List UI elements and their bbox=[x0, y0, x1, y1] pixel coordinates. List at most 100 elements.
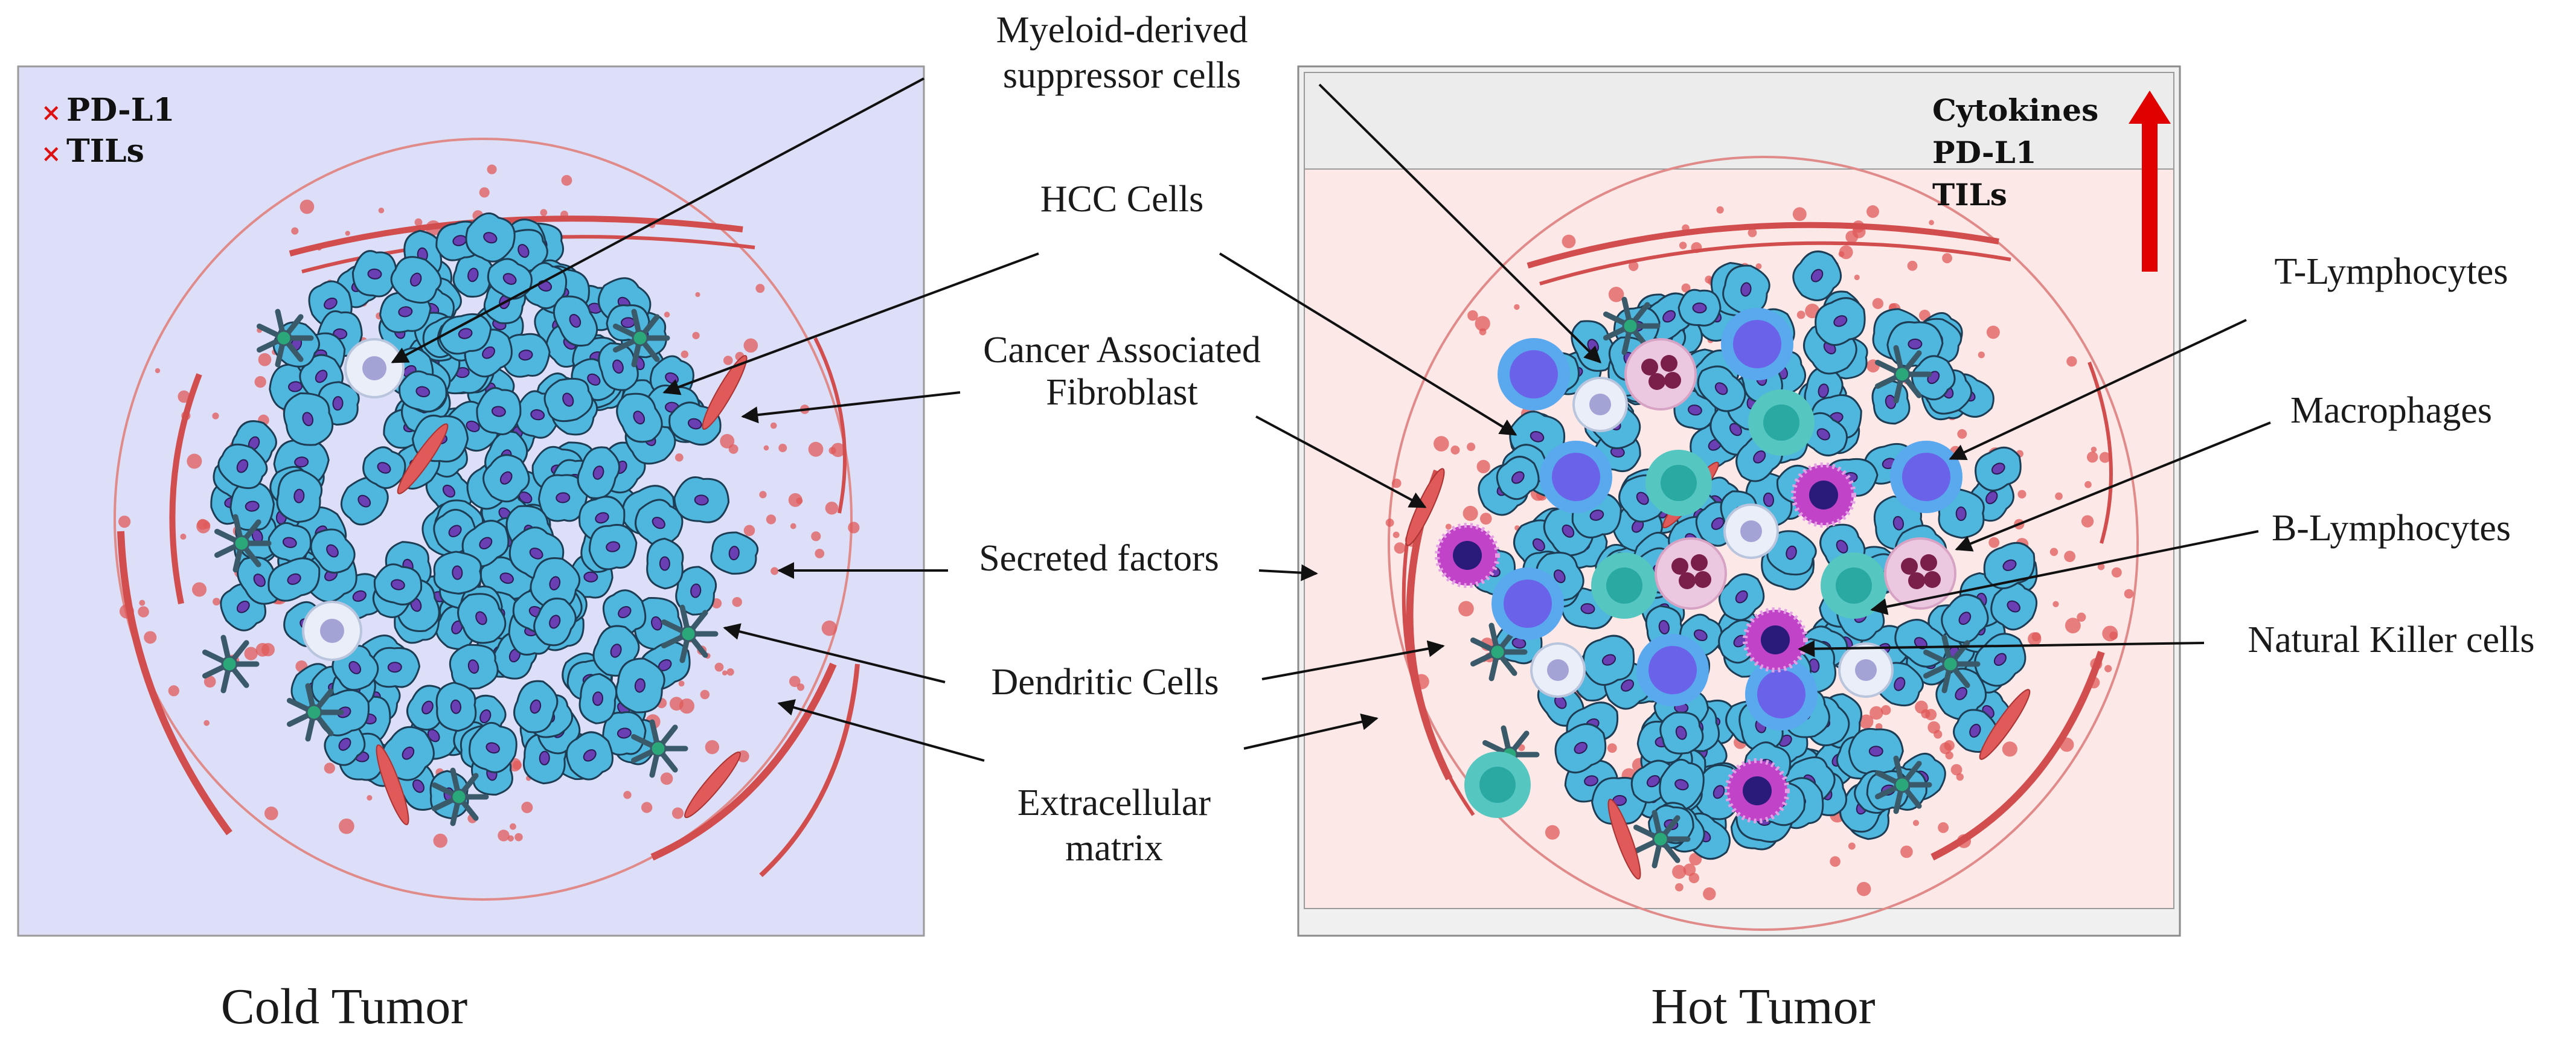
secreted-factor-dot bbox=[2111, 567, 2122, 578]
hcc-cell bbox=[602, 589, 647, 636]
natural-killer-cell bbox=[1725, 758, 1790, 823]
b-lymphocyte bbox=[1464, 752, 1531, 818]
secreted-factor-dot bbox=[1838, 251, 1845, 257]
hcc-cell bbox=[1766, 530, 1817, 576]
hcc-cell bbox=[1941, 593, 1989, 644]
secreted-factor-dot bbox=[723, 356, 733, 365]
dendritic-cell bbox=[286, 683, 344, 742]
hcc-cell bbox=[449, 644, 499, 690]
hot-legend-tils: TILs bbox=[1932, 177, 2007, 212]
secreted-factor-dot bbox=[796, 497, 803, 505]
hcc-cell bbox=[438, 313, 492, 355]
secreted-factor-dot bbox=[2086, 451, 2098, 463]
secreted-factor-dot bbox=[1629, 261, 1639, 271]
hcc-cell bbox=[673, 476, 730, 523]
hcc-cell bbox=[229, 482, 275, 531]
hcc-cell bbox=[646, 537, 684, 590]
hcc-cell bbox=[1719, 573, 1765, 621]
hcc-cell bbox=[566, 731, 614, 781]
secreted-factor-dot bbox=[1938, 822, 1949, 833]
hcc-cell bbox=[382, 726, 435, 781]
fibroblast bbox=[1979, 689, 2031, 760]
hcc-cell bbox=[310, 528, 356, 574]
secreted-factor-dot bbox=[2002, 741, 2017, 757]
hcc-cell bbox=[615, 657, 665, 714]
dendritic-cell bbox=[630, 719, 688, 778]
secreted-factor-dot bbox=[1929, 220, 1934, 225]
natural-killer-cell bbox=[1791, 462, 1856, 528]
hcc-cell bbox=[1848, 727, 1904, 775]
secreted-factor-dot bbox=[808, 441, 824, 457]
hcc-cell bbox=[537, 474, 588, 522]
secreted-factor-dot bbox=[2104, 665, 2112, 673]
secreted-factor-dot bbox=[770, 422, 777, 429]
secreted-factor-dot bbox=[1956, 773, 1964, 781]
dendritic-cell bbox=[1874, 755, 1932, 814]
macrophage bbox=[1655, 537, 1727, 610]
hot-tumor-panel: Cytokines PD-L1 TILs Hot Tumor bbox=[1297, 65, 2181, 1035]
natural-killer-cell bbox=[1743, 607, 1808, 673]
hot-ecm-fibers bbox=[1402, 222, 2113, 861]
secreted-factor-dot bbox=[144, 631, 157, 644]
hcc-cell bbox=[533, 597, 577, 647]
increase-arrow-icon bbox=[2129, 91, 2171, 272]
center-labels: Myeloid-derived suppressor cells HCC Cel… bbox=[979, 10, 1261, 869]
secreted-factor-dot bbox=[324, 762, 335, 774]
hcc-cell bbox=[577, 446, 621, 499]
secreted-factor-dot bbox=[1934, 730, 1943, 739]
secreted-factor-dot bbox=[692, 331, 700, 339]
dendritic-cell bbox=[612, 308, 670, 368]
leader-lines bbox=[391, 77, 2271, 762]
dendritic-cell bbox=[256, 308, 314, 368]
secreted-factor-dot bbox=[678, 680, 685, 687]
secreted-factor-dot bbox=[674, 453, 684, 462]
fibroblast bbox=[1607, 799, 1641, 880]
secreted-factor-dot bbox=[848, 522, 860, 534]
secreted-factor-dot bbox=[796, 683, 805, 691]
t-lymphocyte bbox=[1636, 634, 1709, 706]
b-lymphocyte bbox=[1591, 552, 1658, 619]
secreted-factor-dot bbox=[2097, 563, 2105, 570]
secreted-factor-dot bbox=[512, 761, 522, 770]
hcc-cell bbox=[1983, 542, 2036, 590]
hcc-cell bbox=[482, 454, 530, 503]
secreted-factor-dot bbox=[2109, 631, 2118, 640]
secreted-factor-dot bbox=[790, 523, 796, 529]
macrophage bbox=[1884, 537, 1956, 610]
t-lymphocyte bbox=[1540, 441, 1612, 513]
secreted-factor-dot bbox=[778, 444, 787, 453]
secreted-factor-dot bbox=[1463, 505, 1478, 521]
secreted-factor-dot bbox=[178, 390, 190, 403]
secreted-factor-dot bbox=[2084, 481, 2092, 488]
cold-legend-mark-pdl1: × bbox=[41, 98, 62, 127]
secreted-factor-dot bbox=[1921, 709, 1930, 719]
secreted-factor-dot bbox=[2064, 551, 2076, 563]
secreted-factor-dot bbox=[828, 447, 836, 455]
dendritic-cell bbox=[202, 634, 260, 694]
secreted-factor-dot bbox=[1607, 743, 1617, 753]
secreted-factor-dot bbox=[2081, 515, 2094, 528]
hcc-cell bbox=[1975, 446, 2022, 492]
label-ecm-line2: matrix bbox=[1065, 828, 1163, 869]
secreted-factor-dot bbox=[345, 231, 350, 236]
secreted-factor-dot bbox=[138, 606, 149, 618]
hot-legend: Cytokines PD-L1 TILs bbox=[1932, 91, 2171, 272]
secreted-factor-dot bbox=[155, 368, 161, 374]
secreted-factor-dot bbox=[1854, 274, 1860, 281]
cold-tumor-panel: × PD-L1 × TILs Cold Tumor bbox=[17, 65, 925, 1035]
hcc-cell bbox=[710, 531, 759, 575]
secreted-factor-dot bbox=[1748, 228, 1757, 237]
label-mdsc-line1: Myeloid-derived bbox=[996, 10, 1248, 51]
label-b-lymphocytes: B-Lymphocytes bbox=[2272, 508, 2511, 549]
secreted-factor-dot bbox=[1872, 298, 1884, 309]
hcc-cell bbox=[351, 250, 398, 298]
hcc-cell bbox=[1554, 723, 1607, 774]
hcc-cell bbox=[373, 563, 423, 605]
hcc-cell bbox=[469, 721, 517, 773]
secreted-factor-dot bbox=[2017, 490, 2027, 499]
secreted-factor-dot bbox=[1674, 883, 1684, 892]
secreted-factor-dot bbox=[118, 516, 131, 528]
dendritic-cell bbox=[661, 604, 719, 663]
secreted-factor-dot bbox=[2077, 612, 2086, 622]
